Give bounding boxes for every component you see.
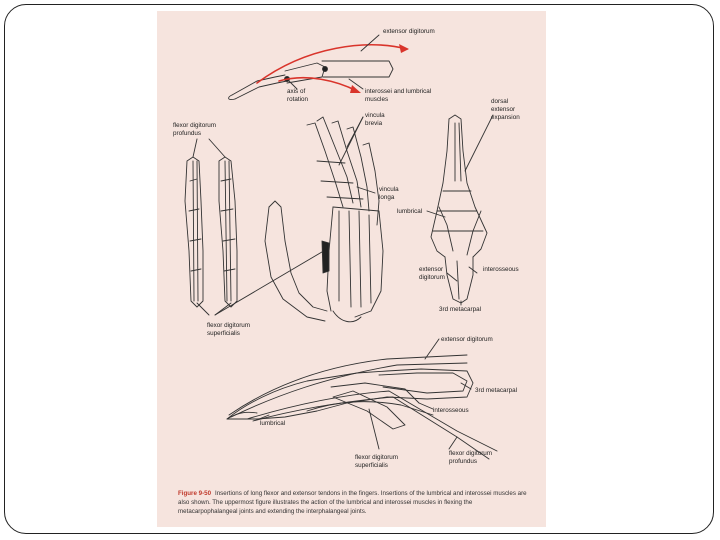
label-axis-line2: rotation bbox=[287, 96, 309, 103]
label-third-metacarpal-right: 3rd metacarpal bbox=[439, 306, 481, 313]
label-vincula-longa-line1: vincula bbox=[379, 186, 399, 193]
label-interossei-line2: muscles bbox=[365, 96, 388, 103]
label-interosseous-right: interosseous bbox=[483, 266, 519, 273]
label-ext-dig-right-line2: digitorum bbox=[419, 274, 445, 281]
finger-tendon-figure: extensor digitorum axis of rotation inte… bbox=[157, 11, 546, 479]
label-axis-line1: axis of bbox=[287, 88, 305, 95]
textbook-page: extensor digitorum axis of rotation inte… bbox=[157, 11, 546, 527]
label-lumbrical-right: lumbrical bbox=[397, 208, 422, 215]
label-vincula-brevia-line2: brevia bbox=[365, 120, 383, 127]
label-bottom-fdp-line2: profundus bbox=[449, 458, 477, 465]
label-bottom-extensor: extensor digitorum bbox=[441, 336, 493, 343]
label-fds-line2: superficialis bbox=[207, 330, 240, 337]
label-bottom-third-metacarpal: 3rd metacarpal bbox=[475, 387, 517, 394]
caption-figure-label: Figure 9-50 bbox=[178, 490, 211, 497]
leader-top-extensor bbox=[361, 35, 379, 51]
label-vincula-brevia-line1: vincula bbox=[365, 112, 385, 119]
left-fingers-drawing bbox=[185, 157, 237, 307]
label-fdp-line2: profundus bbox=[173, 130, 201, 137]
arrow-head-top bbox=[399, 44, 409, 53]
label-dorsal-line1: dorsal bbox=[491, 98, 508, 105]
label-bottom-fds-line1: flexor digitorum bbox=[355, 454, 398, 461]
label-dorsal-line3: expansion bbox=[491, 114, 520, 121]
caption-text: Insertions of long flexor and extensor t… bbox=[178, 490, 527, 515]
label-vincula-longa-line2: longa bbox=[379, 194, 395, 201]
label-bottom-fdp-line1: flexor digitorum bbox=[449, 450, 492, 457]
label-dorsal-line2: extensor bbox=[491, 106, 515, 113]
hand-skeleton-drawing bbox=[265, 117, 383, 322]
label-bottom-interosseous: interosseous bbox=[433, 407, 469, 414]
red-arrows bbox=[257, 45, 407, 91]
label-top-extensor: extensor digitorum bbox=[383, 28, 435, 35]
label-bottom-fds-line2: superficialis bbox=[355, 462, 388, 469]
label-bottom-lumbrical: lumbrical bbox=[260, 420, 285, 427]
label-fds-line1: flexor digitorum bbox=[207, 322, 250, 329]
label-fdp-line1: flexor digitorum bbox=[173, 122, 216, 129]
label-ext-dig-right-line1: extensor bbox=[419, 266, 443, 273]
label-interossei-line1: interossei and lumbrical bbox=[365, 88, 431, 95]
